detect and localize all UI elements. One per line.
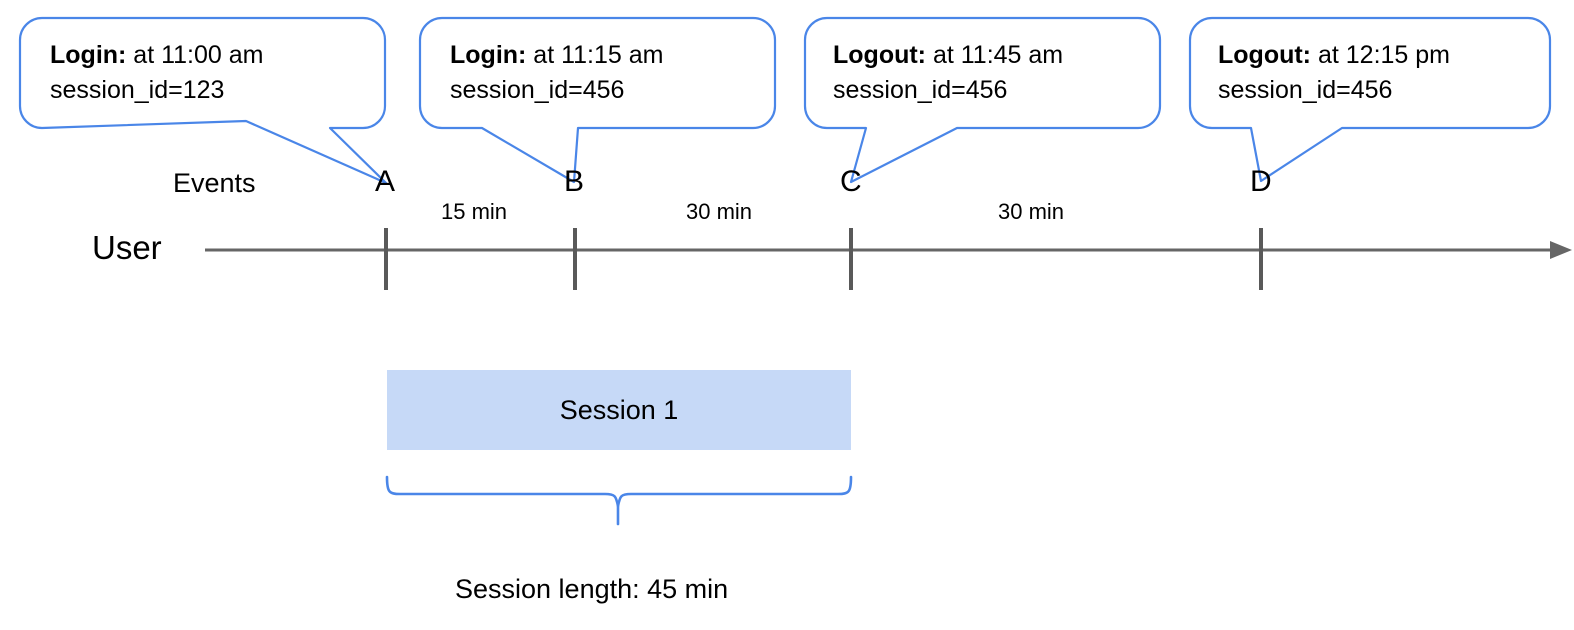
marker-ticks	[384, 228, 1263, 290]
callout-4-session-id: session_id=456	[1218, 76, 1393, 104]
marker-label-a: A	[375, 165, 396, 198]
events-row-label: Events	[173, 168, 256, 198]
callout-2-time: at 11:15 am	[526, 41, 664, 69]
callout-4-time: at 12:15 pm	[1311, 41, 1450, 69]
callout-bubble-2	[418, 16, 777, 184]
callout-4-event-label: Logout:	[1218, 41, 1312, 69]
session-brace	[385, 475, 853, 526]
callout-bubble-1	[18, 16, 388, 185]
session-bar[interactable]: Session 1	[387, 370, 851, 450]
gap-label-cd: 30 min	[998, 199, 1065, 224]
gap-label-ab: 15 min	[441, 199, 508, 224]
callout-bubble-3	[803, 16, 1162, 184]
callout-3-text: Logout: at 11:45 am session_id=456	[833, 38, 1063, 108]
marker-label-c: C	[840, 165, 862, 198]
callout-2-text: Login: at 11:15 am session_id=456	[450, 38, 663, 108]
marker-label-d: D	[1250, 165, 1272, 198]
callout-1-session-id: session_id=123	[50, 76, 225, 104]
user-row-label: User	[92, 229, 162, 266]
session-length-label: Session length: 45 min	[455, 574, 729, 604]
timeline-axis	[205, 241, 1572, 259]
callout-1-text: Login: at 11:00 am session_id=123	[50, 38, 263, 108]
gap-label-bc: 30 min	[686, 199, 753, 224]
callout-2-session-id: session_id=456	[450, 76, 625, 104]
callout-bubble-4	[1188, 16, 1552, 183]
callout-3-session-id: session_id=456	[833, 76, 1008, 104]
callout-3-time: at 11:45 am	[926, 41, 1064, 69]
callout-2-event-label: Login:	[450, 41, 527, 69]
callout-1-time: at 11:00 am	[126, 41, 264, 69]
marker-label-b: B	[564, 165, 585, 198]
session-bar-label: Session 1	[559, 394, 679, 425]
callout-4-text: Logout: at 12:15 pm session_id=456	[1218, 38, 1450, 108]
callout-3-event-label: Logout:	[833, 41, 927, 69]
callout-1-event-label: Login:	[50, 41, 127, 69]
